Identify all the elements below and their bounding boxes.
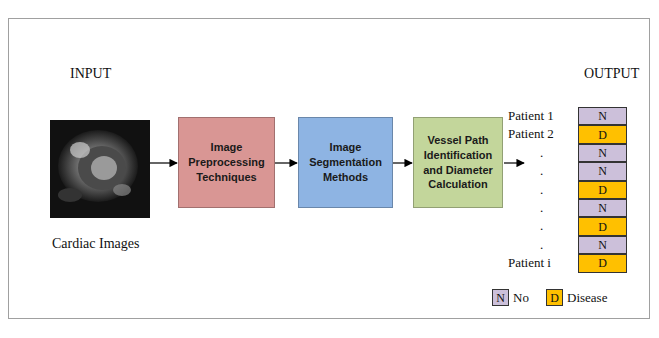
result-cell: N <box>578 107 627 125</box>
swatch-letter: D <box>546 290 563 306</box>
outer-frame <box>9 19 650 319</box>
flow-arrow <box>275 162 297 163</box>
process-box: Image Preprocessing Techniques <box>178 117 275 208</box>
output-arrow <box>504 162 524 163</box>
patient-label: Patient i <box>508 255 551 271</box>
node-text: N <box>598 201 607 215</box>
patient-label: Patient 1 <box>508 108 554 124</box>
legend-text: No <box>513 290 529 306</box>
ellipsis-dot: . <box>540 163 543 179</box>
patient-label: Patient 2 <box>508 126 554 142</box>
node-text: Image Segmentation Methods <box>304 140 387 185</box>
ellipsis-dot: . <box>540 237 543 253</box>
result-cell: N <box>578 162 627 180</box>
result-cell: N <box>578 199 627 217</box>
node-text: N <box>598 238 607 252</box>
node-text: N <box>598 146 607 160</box>
section-label: INPUT <box>70 66 111 82</box>
process-box: Vessel Path Identification and Diameter … <box>413 117 503 208</box>
ellipsis-dot: . <box>540 218 543 234</box>
node-text: D <box>598 183 607 197</box>
result-cell: D <box>578 125 627 143</box>
node-text: Vessel Path Identification and Diameter … <box>419 133 497 192</box>
legend-text: Disease <box>567 290 607 306</box>
node-text: N <box>598 109 607 123</box>
ellipsis-dot: . <box>540 182 543 198</box>
section-label: OUTPUT <box>584 66 639 82</box>
result-cell: D <box>578 217 627 235</box>
result-cell: N <box>578 144 627 162</box>
ellipsis-dot: . <box>540 200 543 216</box>
swatch-letter: N <box>492 290 509 306</box>
cardiac-image <box>50 120 150 218</box>
flow-arrow <box>393 162 412 163</box>
node-text: D <box>598 128 607 142</box>
node-text: Image Preprocessing Techniques <box>184 140 269 185</box>
process-box: Image Segmentation Methods <box>298 117 393 208</box>
ellipsis-dot: . <box>540 145 543 161</box>
result-cell: D <box>578 181 627 199</box>
node-text: N <box>598 164 607 178</box>
node-text: D <box>598 220 607 234</box>
result-cell: N <box>578 236 627 254</box>
input-arrow <box>150 162 177 163</box>
image-caption: Cardiac Images <box>52 236 139 252</box>
node-text: D <box>598 256 607 270</box>
result-cell: D <box>578 254 627 272</box>
